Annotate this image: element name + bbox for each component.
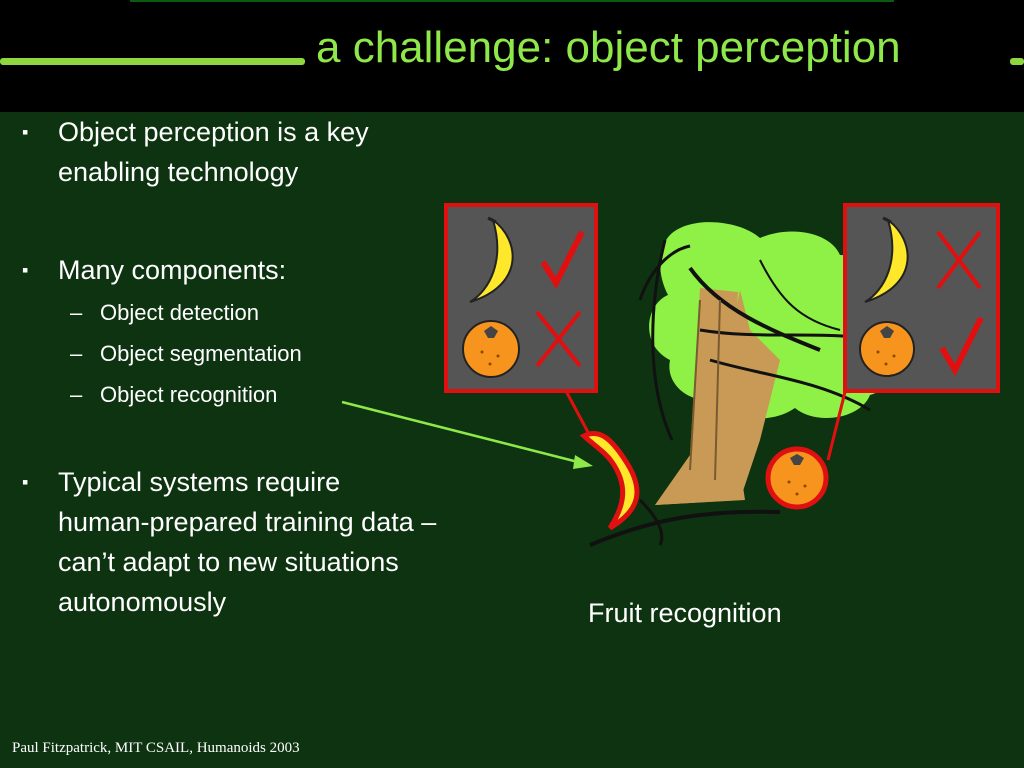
slide-title: a challenge: object perception (316, 23, 901, 72)
figure-caption: Fruit recognition (588, 598, 782, 628)
tree-icon (589, 222, 908, 547)
title-decoration-line-right (1010, 58, 1024, 65)
bullet-marker-icon: ▪ (22, 260, 29, 280)
orange-recognition-panel (826, 203, 1000, 461)
checkmark-icon (540, 230, 585, 290)
bullet-text: Typical systems require human-prepared t… (58, 467, 437, 617)
bullet-marker-icon: ▪ (22, 122, 29, 142)
sub-bullet-text: Object recognition (100, 382, 278, 407)
dash-icon: – (70, 341, 83, 366)
orange-icon (859, 321, 915, 377)
sub-bullet-text: Object segmentation (100, 341, 302, 366)
highlighted-orange-icon (765, 446, 829, 510)
banana-recognition-panel (444, 203, 598, 437)
dash-icon: – (70, 300, 83, 325)
top-rule (130, 0, 894, 2)
bullet-marker-icon: ▪ (22, 472, 29, 492)
footer-credit: Paul Fitzpatrick, MIT CSAIL, Humanoids 2… (12, 740, 300, 756)
checkmark-icon (939, 316, 984, 377)
pointer-arrow (341, 400, 593, 469)
bullet-text: Many components: (58, 255, 287, 285)
cross-icon (936, 230, 982, 290)
highlighted-banana-icon (579, 431, 640, 531)
dash-icon: – (70, 382, 83, 407)
sub-bullet-text: Object detection (100, 300, 259, 325)
orange-icon (462, 320, 520, 378)
title-decoration-line-left (0, 58, 305, 65)
banana-icon (864, 216, 909, 303)
cross-icon (535, 310, 582, 368)
banana-icon (469, 216, 514, 303)
bullet-text: Object perception is a key enabling tech… (58, 117, 369, 187)
title-bar: a challenge: object perception (0, 0, 1024, 112)
